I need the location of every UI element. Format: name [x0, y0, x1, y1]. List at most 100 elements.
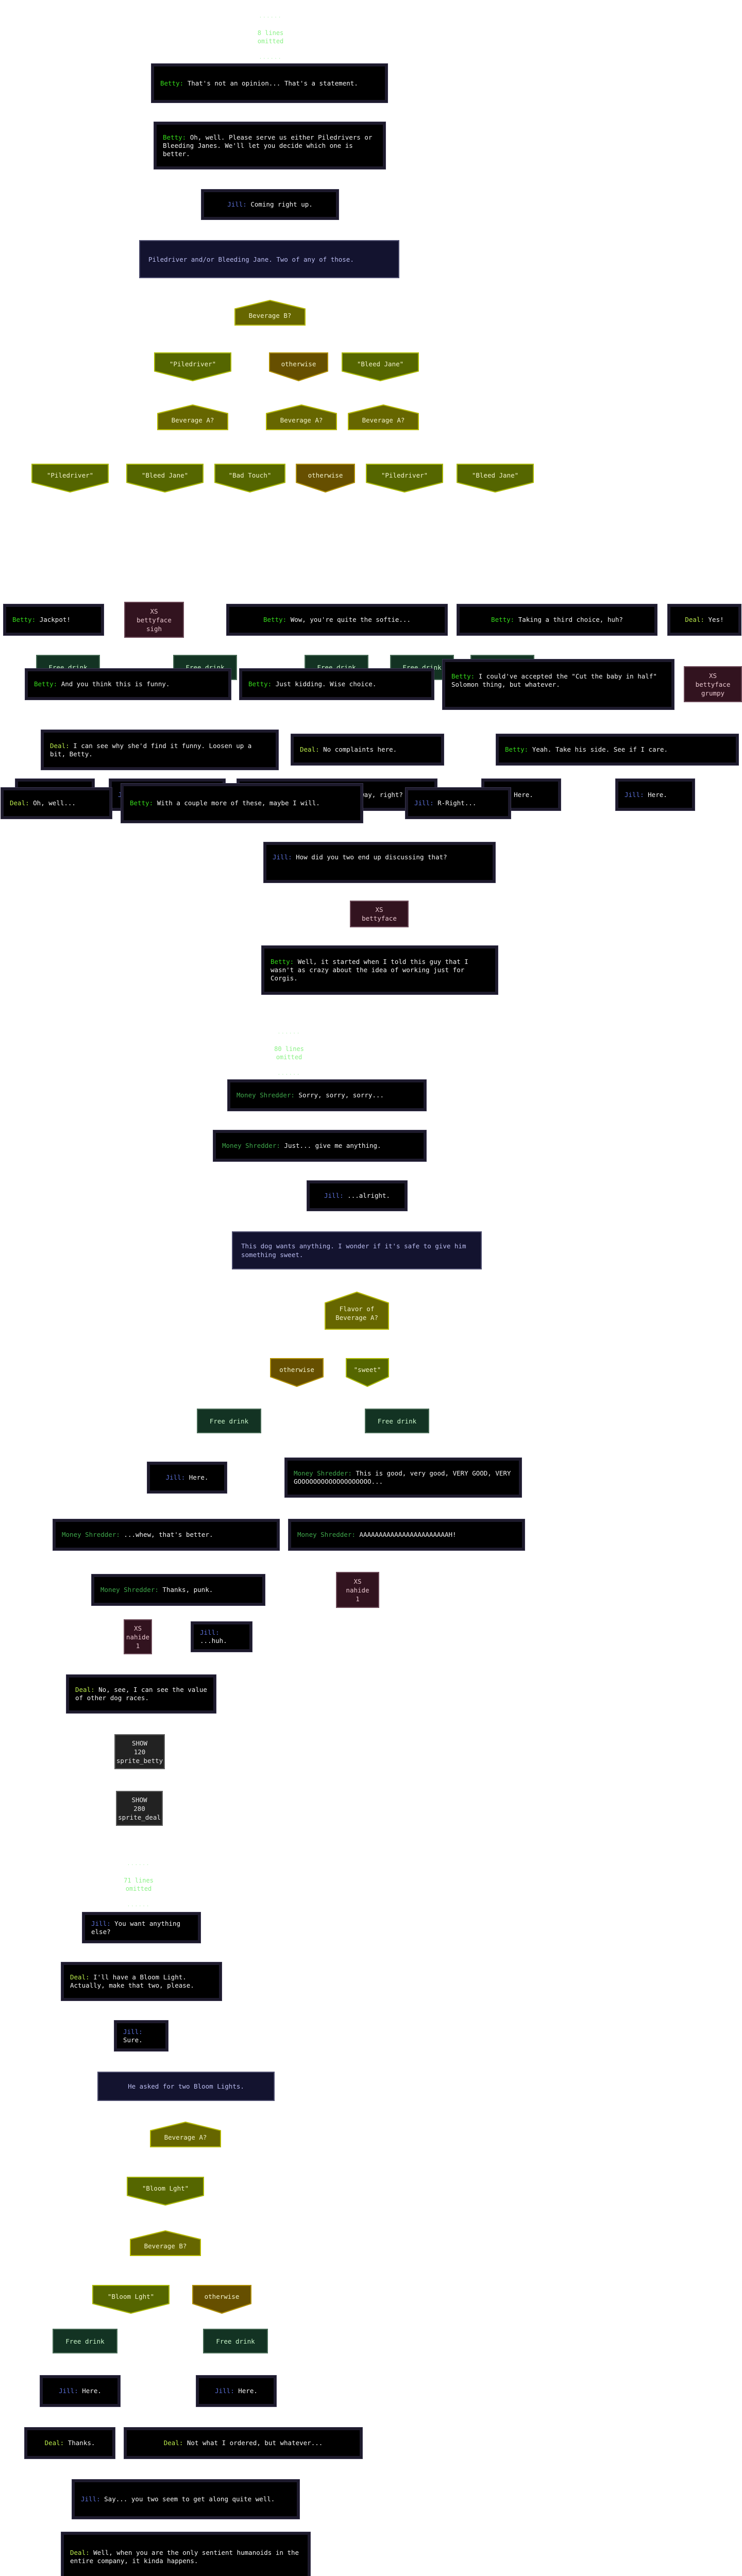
selector-shape: [157, 404, 228, 430]
speaker-name: Jill:: [81, 2495, 105, 2503]
case-shape: [31, 464, 109, 493]
narration-node[interactable]: Piledriver and/or Bleeding Jane. Two of …: [139, 240, 399, 278]
narration-node[interactable]: He asked for two Bloom Lights.: [97, 2072, 275, 2101]
case-node[interactable]: "Bleed Jane": [342, 352, 419, 381]
dialogue-node[interactable]: Jill: Here.: [40, 2375, 121, 2407]
dialogue-text: Betty: And you think this is funny.: [34, 680, 170, 688]
case-shape: [296, 464, 355, 493]
node-label: "Bleed Jane": [357, 360, 404, 368]
selector-node[interactable]: Beverage A?: [348, 404, 419, 430]
speaker-name: Money Shredder:: [100, 1586, 163, 1594]
dialogue-node[interactable]: Jill: You want anything else?: [82, 1912, 201, 1943]
node-label: otherwise: [308, 471, 343, 479]
show-sprite-node[interactable]: SHOW 280 sprite_deal: [116, 1791, 163, 1826]
case-shape: [92, 2285, 170, 2314]
dialogue-node[interactable]: Jill: R-Right...: [405, 787, 511, 819]
case-node[interactable]: "Bleed Jane": [126, 464, 204, 493]
dialogue-node[interactable]: Jill: Coming right up.: [201, 189, 339, 220]
dialogue-node[interactable]: Jill: How did you two end up discussing …: [263, 842, 496, 883]
case-node[interactable]: "sweet": [346, 1358, 389, 1387]
otherwise-node[interactable]: otherwise: [269, 352, 328, 381]
dialogue-text: Betty: With a couple more of these, mayb…: [130, 799, 320, 807]
speaker-name: Deal:: [70, 1973, 94, 1981]
show-sprite-node[interactable]: SHOW 120 sprite_betty: [114, 1734, 165, 1769]
selector-node[interactable]: Beverage A?: [157, 404, 228, 430]
dialogue-node[interactable]: Betty: Wow, you're quite the softie...: [226, 604, 448, 636]
free-drink-node[interactable]: Free drink: [365, 1409, 429, 1433]
line-text: Sorry, sorry, sorry...: [298, 1091, 384, 1099]
line-text: ...whew, that's better.: [124, 1531, 213, 1538]
dialogue-node[interactable]: Betty: Just kidding. Wise choice.: [239, 668, 434, 700]
dialogue-node[interactable]: Jill: Here.: [196, 2375, 277, 2407]
dialogue-node[interactable]: Betty: Well, it started when I told this…: [261, 945, 498, 995]
free-drink-node[interactable]: Free drink: [203, 2329, 268, 2353]
dialogue-text: Deal: Yes!: [685, 616, 723, 624]
omitted-lines-marker[interactable]: ...... 71 lines omitted ......: [118, 1852, 159, 1918]
dialogue-node[interactable]: Deal: I can see why she'd find it funny.…: [41, 730, 279, 770]
dialogue-node[interactable]: Money Shredder: Just... give me anything…: [213, 1130, 427, 1162]
case-node[interactable]: "Piledriver": [154, 352, 231, 381]
dialogue-node[interactable]: Money Shredder: This is good, very good,…: [284, 1458, 522, 1498]
dialogue-node[interactable]: Jill: Sure.: [114, 2020, 168, 2052]
dialogue-node[interactable]: Jill: Here.: [147, 1462, 227, 1494]
dialogue-node[interactable]: Money Shredder: Sorry, sorry, sorry...: [227, 1079, 427, 1111]
expression-node[interactable]: XS bettyface grumpy: [684, 666, 742, 702]
case-node[interactable]: "Bloom Lght": [92, 2285, 170, 2314]
dialogue-node[interactable]: Deal: No complaints here.: [291, 734, 444, 766]
expression-node[interactable]: XS nahide 1: [336, 1572, 379, 1608]
otherwise-node[interactable]: otherwise: [270, 1358, 324, 1387]
line-text: Here.: [238, 2387, 258, 2395]
omitted-lines-marker[interactable]: ...... 80 lines omitted ......: [268, 1020, 310, 1086]
dialogue-node[interactable]: Betty: And you think this is funny.: [25, 668, 231, 700]
selector-node[interactable]: Beverage A?: [150, 2122, 221, 2147]
dialogue-node[interactable]: Betty: Jackpot!: [3, 604, 104, 636]
speaker-name: Betty:: [263, 616, 291, 623]
case-node[interactable]: "Piledriver": [366, 464, 443, 493]
dialogue-node[interactable]: Deal: Yes!: [667, 604, 741, 636]
dialogue-node[interactable]: Money Shredder: ...whew, that's better.: [53, 1519, 280, 1551]
case-node[interactable]: "Bleed Jane": [457, 464, 534, 493]
dialogue-text: Deal: No, see, I can see the value of ot…: [75, 1686, 207, 1702]
selector-node[interactable]: Flavor of Beverage A?: [325, 1292, 389, 1330]
omitted-lines-marker[interactable]: ...... 8 lines omitted ......: [250, 4, 291, 70]
dialogue-node[interactable]: Money Shredder: Thanks, punk.: [91, 1574, 265, 1606]
free-drink-node[interactable]: Free drink: [53, 2329, 117, 2353]
otherwise-node[interactable]: otherwise: [192, 2285, 251, 2314]
line-text: R-Right...: [437, 799, 477, 807]
dialogue-node[interactable]: Betty: Oh, well. Please serve us either …: [154, 122, 386, 170]
case-shape: [457, 464, 534, 493]
selector-shape: [266, 404, 337, 430]
line-text: ...huh.: [200, 1637, 227, 1645]
selector-node[interactable]: Beverage B?: [234, 300, 306, 326]
case-node[interactable]: "Piledriver": [31, 464, 109, 493]
dialogue-node[interactable]: Jill: Say... you two seem to get along q…: [72, 2479, 300, 2519]
dialogue-node[interactable]: Deal: Oh, well...: [1, 787, 112, 819]
dialogue-node[interactable]: Deal: Not what I ordered, but whatever..…: [124, 2427, 363, 2459]
case-node[interactable]: "Bloom Lght": [127, 2177, 204, 2206]
dialogue-node[interactable]: Deal: Thanks.: [24, 2427, 115, 2459]
dialogue-node[interactable]: Betty: Taking a third choice, huh?: [457, 604, 657, 636]
dialogue-node[interactable]: Deal: No, see, I can see the value of ot…: [66, 1674, 216, 1714]
dialogue-node[interactable]: Betty: I could've accepted the "Cut the …: [442, 659, 674, 710]
dialogue-text: Betty: That's not an opinion... That's a…: [160, 79, 358, 88]
dialogue-node[interactable]: Deal: Well, when you are the only sentie…: [61, 2532, 311, 2576]
case-node[interactable]: "Bad Touch": [214, 464, 285, 493]
expression-node[interactable]: XS bettyface: [350, 901, 409, 927]
free-drink-node[interactable]: Free drink: [197, 1409, 261, 1433]
dialogue-node[interactable]: Jill: ...alright.: [307, 1180, 408, 1211]
dialogue-node[interactable]: Deal: I'll have a Bloom Light. Actually,…: [61, 1962, 222, 2001]
narration-node[interactable]: This dog wants anything. I wonder if it'…: [232, 1231, 482, 1269]
dialogue-node[interactable]: Jill: ...huh.: [191, 1621, 252, 1652]
selector-node[interactable]: Beverage B?: [130, 2230, 201, 2256]
selector-node[interactable]: Beverage A?: [266, 404, 337, 430]
line-text: How did you two end up discussing that?: [296, 853, 447, 861]
dialogue-node[interactable]: Jill: Here.: [615, 778, 695, 811]
expression-node[interactable]: XS bettyface sigh: [124, 602, 184, 638]
dialogue-node[interactable]: Betty: That's not an opinion... That's a…: [151, 63, 388, 103]
otherwise-node[interactable]: otherwise: [296, 464, 355, 493]
expression-node[interactable]: XS nahide 1: [124, 1619, 152, 1654]
dialogue-node[interactable]: Betty: Yeah. Take his side. See if I car…: [496, 734, 739, 766]
dialogue-node[interactable]: Money Shredder: AAAAAAAAAAAAAAAAAAAAAAAH…: [288, 1519, 525, 1551]
dialogue-node[interactable]: Betty: With a couple more of these, mayb…: [121, 783, 363, 823]
node-label: Flavor of Beverage A?: [335, 1305, 378, 1321]
